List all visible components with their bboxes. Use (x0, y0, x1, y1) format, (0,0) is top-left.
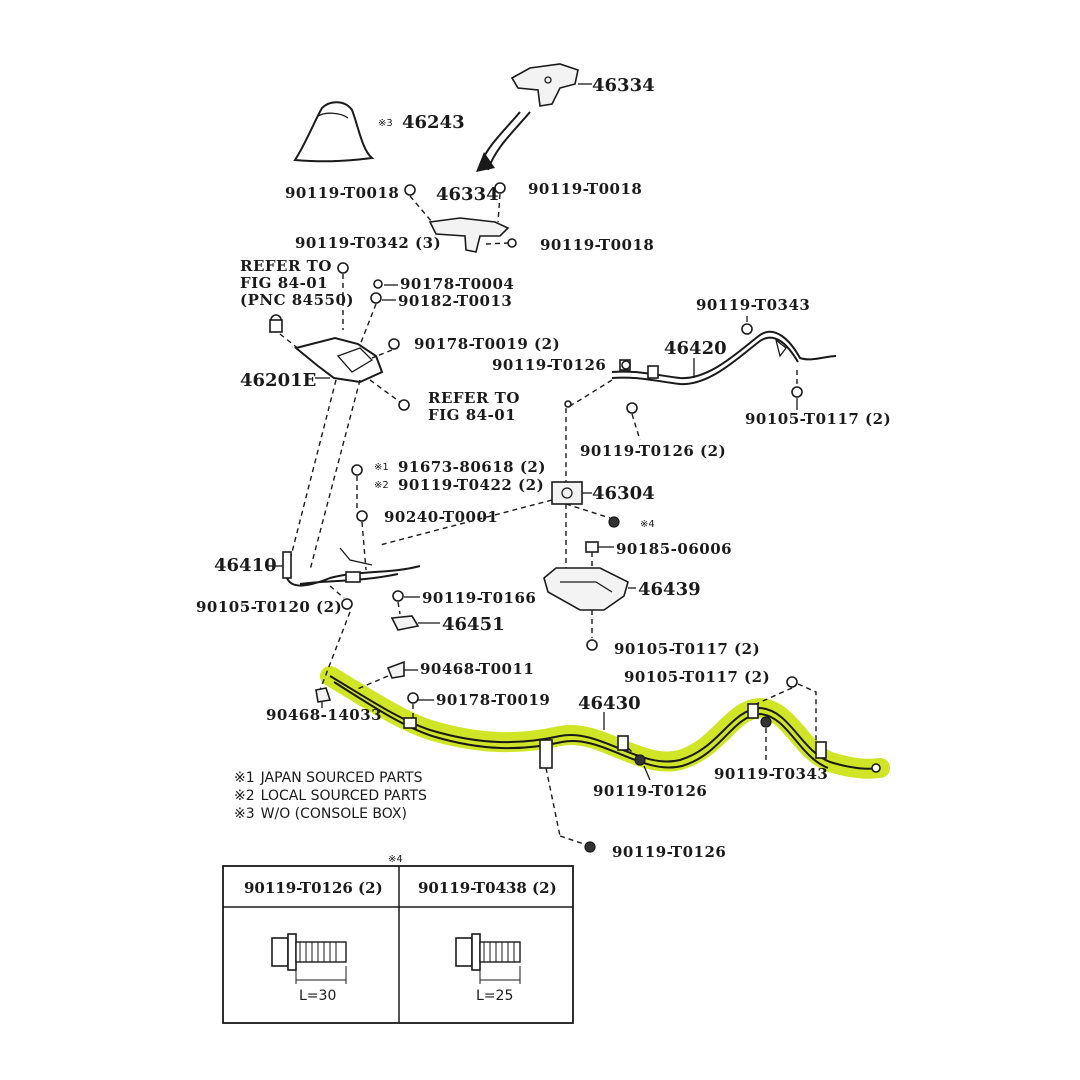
bolt-icon (626, 402, 638, 414)
lever-46201E (269, 314, 384, 384)
label-90119-T0126-a: 90119-T0126 (492, 356, 606, 374)
mark-1: ※1 (374, 462, 389, 473)
label-90105-T0117-2b: 90105-T0117 (2) (614, 640, 760, 658)
label-46451: 46451 (442, 614, 505, 635)
bolt-table-col1-part: 90119-T0126 (2) (244, 879, 383, 897)
label-90178-T0004: 90178-T0004 (400, 275, 514, 293)
bolt-icon (634, 754, 646, 766)
label-90468-14033: 90468-14033 (266, 706, 382, 724)
svg-text:※3W/O (CONSOLE BOX): ※3 W/O (CONSOLE BOX) (234, 806, 407, 822)
mark-46243: ※3 (378, 118, 393, 129)
label-46420: 46420 (664, 338, 727, 359)
bolt-icon (398, 399, 410, 411)
bolt-table: ※4 90119-T0126 (2) 90119-T0438 (2) L=30 (222, 854, 574, 1024)
bolt-icon (337, 262, 349, 274)
label-90119-T0343-bottom: 90119-T0343 (714, 765, 828, 783)
label-90119-T0342: 90119-T0342 (3) (295, 234, 441, 252)
mark-2: ※2 (374, 480, 389, 491)
bolt-icon (404, 184, 416, 196)
label-90105-T0120: 90105-T0120 (2) (196, 598, 342, 616)
bolt-icon (494, 182, 506, 194)
label-90182-T0013: 90182-T0013 (398, 292, 512, 310)
label-90119-T0018-right: 90119-T0018 (528, 180, 642, 198)
bracket-46334-mid (428, 217, 510, 253)
bolt-icon (621, 360, 631, 370)
bolt-icon (407, 692, 419, 704)
label-90185-06006: 90185-06006 (616, 540, 732, 558)
refer2-line1: REFER TO (428, 389, 520, 407)
bolt-icon (786, 676, 798, 688)
washer-icon (370, 292, 382, 304)
label-90119-T0422: 90119-T0422 (2) (398, 476, 544, 494)
label-46243: 46243 (402, 112, 465, 133)
notes-legend: ※1 JAPAN SOURCED PARTS ※2 LOCAL SOURCED PA… (234, 770, 427, 822)
nut-icon (585, 541, 599, 553)
label-90119-T0343-top: 90119-T0343 (696, 296, 810, 314)
note-mark-1: ※1 (234, 770, 255, 786)
bolt-icon (760, 716, 772, 728)
bolt-icon (791, 386, 803, 398)
label-90105-T0117-2c: 90105-T0117 (2) (624, 668, 770, 686)
label-46439: 46439 (638, 579, 701, 600)
label-46201E: 46201E (240, 370, 316, 391)
label-91673-80618: 91673-80618 (2) (398, 458, 546, 476)
equalizer-46304 (551, 481, 583, 505)
refer2-line2: FIG 84-01 (428, 406, 516, 424)
bolt-icon (351, 464, 363, 476)
label-90178-T0019: 90178-T0019 (436, 691, 550, 709)
label-90119-T0018-left: 90119-T0018 (285, 184, 399, 202)
cable-46430 (329, 675, 881, 773)
bolt-icon (392, 590, 404, 602)
refer1-line1: REFER TO (240, 257, 332, 275)
label-46334-mid: 46334 (436, 184, 499, 205)
note-mark-3: ※3 (234, 806, 255, 822)
console-cover-46243 (293, 101, 375, 163)
bolt-table-col2-part: 90119-T0438 (2) (418, 879, 557, 897)
bolt-30-icon (271, 933, 347, 984)
label-46410: 46410 (214, 555, 277, 576)
bolt-icon (507, 238, 517, 248)
label-90119-T0126-b: 90119-T0126 (593, 782, 707, 800)
bolt-icon (608, 516, 620, 528)
refer1-line2: FIG 84-01 (240, 274, 328, 292)
bolt-icon (388, 338, 400, 350)
bolt-table-title: ※4 (388, 854, 403, 865)
nut-icon (373, 279, 383, 289)
bolt-icon (584, 841, 596, 853)
clip-90468-T0011 (386, 660, 405, 679)
label-46304: 46304 (592, 483, 655, 504)
label-90119-T0166: 90119-T0166 (422, 589, 536, 607)
cable-46410 (282, 547, 421, 587)
bolt-icon (741, 323, 753, 335)
bolt-icon (586, 639, 598, 651)
label-90105-T0117-2a: 90105-T0117 (2) (745, 410, 891, 428)
note-text-2: LOCAL SOURCED PARTS (261, 788, 427, 804)
label-90119-T0126-c: 90119-T0126 (612, 843, 726, 861)
note-mark-2: ※2 (234, 788, 255, 804)
bolt-25-icon (455, 933, 521, 984)
bracket-46439 (543, 567, 629, 611)
mark-4: ※4 (640, 519, 655, 530)
bracket-46334-top (510, 63, 579, 107)
refer1-line3: (PNC 84550) (240, 291, 354, 309)
bolt-table-col1-length: L=30 (299, 988, 336, 1004)
label-90468-T0011: 90468-T0011 (420, 660, 534, 678)
label-90240-T0001: 90240-T0001 (384, 508, 498, 526)
bolt-table-col2-length: L=25 (476, 988, 513, 1004)
clip-46451 (390, 615, 420, 631)
note-text-1: JAPAN SOURCED PARTS (260, 770, 423, 786)
label-46430: 46430 (578, 693, 641, 714)
label-90119-T0126-2: 90119-T0126 (2) (580, 442, 726, 460)
bolt-icon (356, 510, 368, 522)
label-90178-T0019-2: 90178-T0019 (2) (414, 335, 560, 353)
clip-90468-14033 (315, 687, 332, 703)
label-90119-T0018-lower: 90119-T0018 (540, 236, 654, 254)
note-text-3: W/O (CONSOLE BOX) (261, 806, 407, 822)
bolt-icon (341, 598, 353, 610)
label-46334-top: 46334 (592, 75, 655, 96)
